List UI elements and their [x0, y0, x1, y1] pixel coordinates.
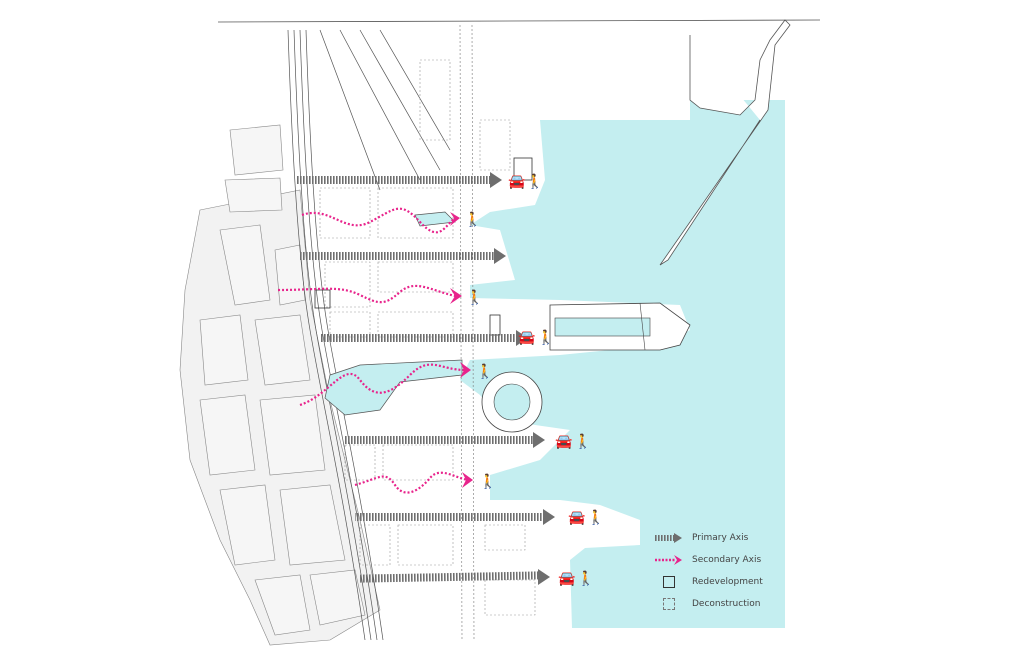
pier-basin: [554, 317, 651, 337]
primary-axis-arrow: [300, 248, 506, 264]
pedestrian-icon: 🚶: [526, 173, 543, 190]
pedestrian-icon: 🚶: [464, 211, 481, 228]
old-town-blocks: [179, 124, 381, 646]
harbor-water: [460, 100, 785, 628]
access-icons: 🚘🚶 🚶 🚶 🚘🚶 🚶 🚘🚶 🚶 🚘🚶 🚘🚶: [464, 173, 604, 587]
legend-label: Redevelopment: [692, 577, 763, 587]
pedestrian-icon: 🚶: [587, 509, 604, 526]
car-icon: 🚘: [508, 174, 526, 190]
redevelopment-blocks: [314, 157, 533, 336]
legend-label: Secondary Axis: [692, 555, 762, 565]
solid-square-icon: [663, 576, 675, 588]
pond: [414, 211, 456, 227]
car-icon: 🚘: [568, 510, 586, 526]
car-icon: 🚘: [518, 330, 536, 346]
primary-axis-arrow: [355, 509, 555, 525]
pedestrian-icon: 🚶: [466, 289, 483, 306]
legend-item-deconstruction: Deconstruction: [652, 593, 802, 615]
central-road: [459, 24, 475, 641]
wetland-park: [324, 359, 463, 416]
secondary-axes: [277, 207, 469, 494]
site-boundary-line: [217, 19, 821, 23]
legend: Primary Axis Secondary Axis Redevelopmen…: [652, 527, 802, 615]
secondary-arrowheads: [450, 212, 473, 488]
legend-item-primary-axis: Primary Axis: [652, 527, 802, 549]
pedestrian-icon: 🚶: [479, 473, 496, 490]
car-icon: 🚘: [558, 571, 576, 587]
secondary-axis-arrow-icon: [652, 555, 686, 565]
primary-axes: [296, 172, 555, 585]
pedestrian-icon: 🚶: [476, 363, 493, 380]
primary-axis-arrow: [320, 330, 528, 346]
primary-axis-arrow: [296, 172, 502, 188]
legend-label: Primary Axis: [692, 533, 749, 543]
pedestrian-icon: 🚶: [537, 329, 554, 346]
primary-axis-arrow: [359, 569, 550, 585]
pedestrian-icon: 🚶: [577, 570, 594, 587]
car-icon: 🚘: [555, 434, 573, 450]
breakwater: [659, 19, 791, 266]
dashed-square-icon: [663, 598, 675, 610]
primary-axis-arrow-icon: [652, 533, 686, 543]
legend-item-redevelopment: Redevelopment: [652, 571, 802, 593]
primary-axis-arrow: [345, 432, 545, 448]
legend-label: Deconstruction: [692, 599, 761, 609]
pedestrian-icon: 🚶: [574, 433, 591, 450]
legend-item-secondary-axis: Secondary Axis: [652, 549, 802, 571]
